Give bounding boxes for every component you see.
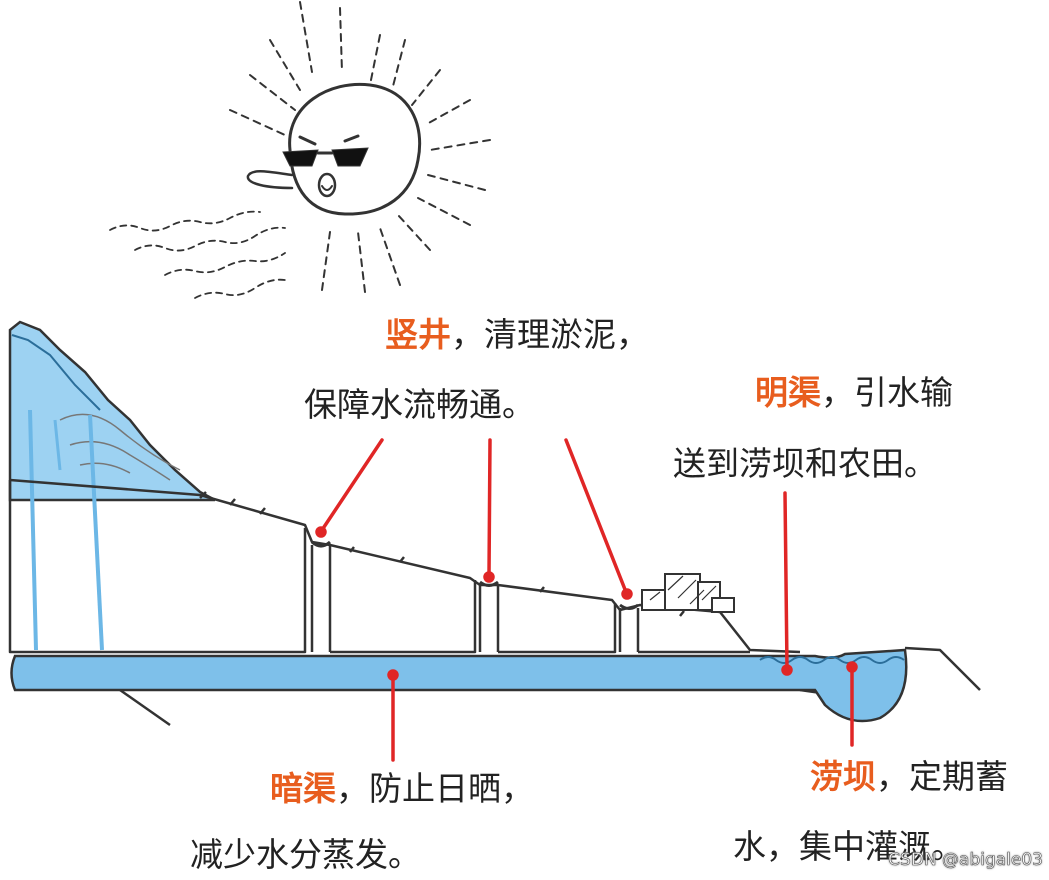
open-canal-label-line2: 送到涝坝和农田。 [673, 444, 937, 483]
underground-canal [10, 648, 908, 723]
shaft-label-key: 竖井 [385, 315, 451, 354]
shaft-label-line1: 竖井，清理淤泥， [385, 318, 649, 351]
watermark: CSDN @abigale03 [888, 850, 1043, 871]
open-canal-label-rest: ，引水输 [821, 373, 953, 412]
dark-canal-label-rest: ，防止日晒， [336, 769, 534, 808]
shaft-label-rest: ，清理淤泥， [451, 315, 649, 354]
sun-with-sunglasses-icon [109, 1, 491, 299]
open-canal-label-line1: 明渠，引水输 [755, 376, 953, 409]
dark-canal-label-key: 暗渠 [270, 769, 336, 808]
pond-label-key: 涝坝 [810, 757, 876, 796]
village-houses [641, 573, 735, 613]
pond-label-line2: 水，集中灌溉。 [733, 827, 964, 866]
dark-canal-label-line1: 暗渠，防止日晒， [270, 772, 534, 805]
pointer-lines [315, 438, 858, 762]
pond-label-rest: ，定期蓄 [876, 757, 1008, 796]
dark-canal-label-line2: 减少水分蒸发。 [190, 835, 421, 874]
open-canal-label-key: 明渠 [755, 373, 821, 412]
pond-label-line1: 涝坝，定期蓄 [810, 760, 1008, 793]
snow-mountain [8, 320, 216, 651]
shaft-label-line2: 保障水流畅通。 [304, 385, 535, 424]
